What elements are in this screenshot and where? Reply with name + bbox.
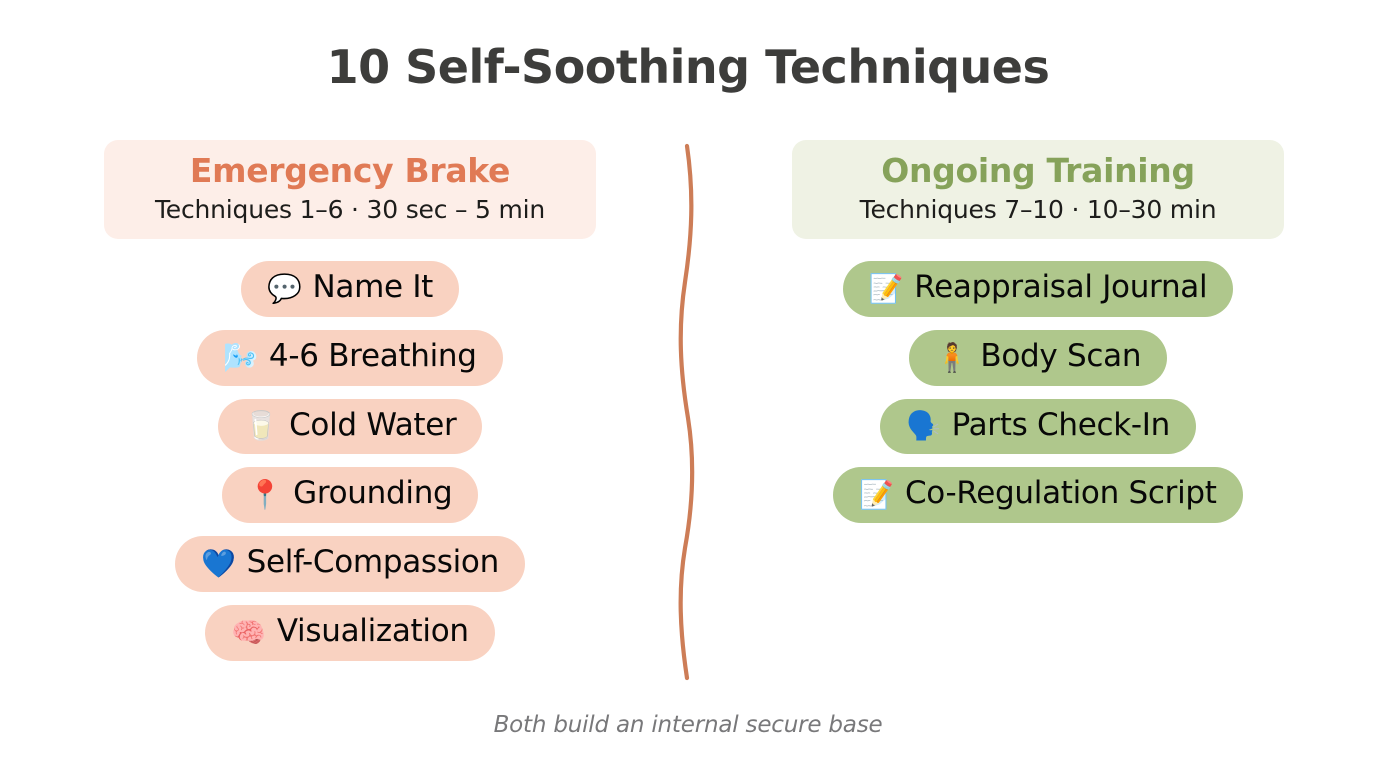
head-with-brain-icon: 🧠: [231, 615, 266, 649]
technique-pill[interactable]: 🥛 Cold Water: [217, 398, 483, 455]
page-title: 10 Self-Soothing Techniques: [326, 40, 1050, 94]
blue-heart-icon: 💙: [201, 547, 236, 581]
technique-pill-label: Grounding: [293, 475, 453, 512]
wind-face-icon: 🌬️: [223, 340, 258, 374]
technique-pill[interactable]: 🌬️ 4-6 Breathing: [197, 329, 503, 386]
pill-list-ongoing-training: 📝 Reappraisal Journal 🧍 Body Scan 🗣️ Parts Ch…: [792, 260, 1284, 524]
standing-person-icon: 🧍: [934, 340, 970, 374]
technique-pill[interactable]: 💬 Name It: [240, 260, 460, 317]
technique-pill[interactable]: 📝 Reappraisal Journal: [842, 260, 1234, 317]
pill-list-emergency-brake: 💬 Name It 🌬️ 4-6 Breathing 🥛 Cold Water 📍 Groun…: [104, 260, 596, 661]
technique-pill-label: Name It: [312, 268, 434, 305]
technique-pill[interactable]: 📝 Co-Regulation Script: [833, 467, 1243, 524]
glass-of-water-icon: 🥛: [243, 409, 279, 443]
wavy-divider: [678, 143, 695, 681]
technique-pill[interactable]: 🧍 Body Scan: [908, 329, 1168, 386]
column-header-emergency-brake: Emergency Brake Techniques 1–6 · 30 sec …: [104, 140, 596, 239]
technique-pill-label: Body Scan: [980, 337, 1142, 374]
speech-balloon-icon: 💬: [266, 271, 302, 305]
technique-pill-label: Parts Check-In: [951, 406, 1171, 443]
technique-pill[interactable]: 🧠 Visualization: [205, 605, 495, 661]
column-subtitle-ongoing-training: Techniques 7–10 · 10–30 min: [859, 194, 1217, 224]
memo-icon: 📝: [868, 271, 904, 305]
memo-icon: 📝: [859, 478, 894, 512]
footer-note: Both build an internal secure base: [493, 712, 883, 738]
round-pushpin-icon: 📍: [247, 478, 283, 512]
technique-pill-label: Reappraisal Journal: [914, 268, 1208, 305]
column-heading-emergency-brake: Emergency Brake: [189, 151, 511, 190]
column-header-ongoing-training: Ongoing Training Techniques 7–10 · 10–30…: [792, 140, 1284, 239]
column-emergency-brake: Emergency Brake Techniques 1–6 · 30 sec …: [104, 140, 596, 661]
head-with-gear-icon: 🗣️: [906, 409, 941, 443]
technique-pill-label: Visualization: [276, 613, 469, 649]
technique-pill-label: Cold Water: [289, 406, 457, 443]
technique-pill-label: Co-Regulation Script: [904, 475, 1217, 512]
technique-pill-label: 4-6 Breathing: [268, 337, 477, 374]
column-subtitle-emergency-brake: Techniques 1–6 · 30 sec – 5 min: [154, 194, 546, 224]
column-heading-ongoing-training: Ongoing Training: [881, 151, 1195, 190]
column-ongoing-training: Ongoing Training Techniques 7–10 · 10–30…: [792, 140, 1284, 524]
technique-pill[interactable]: 💙 Self-Compassion: [175, 536, 525, 592]
technique-pill-label: Self-Compassion: [246, 544, 500, 581]
technique-pill[interactable]: 🗣️ Parts Check-In: [880, 398, 1196, 455]
technique-pill[interactable]: 📍 Grounding: [221, 467, 479, 524]
